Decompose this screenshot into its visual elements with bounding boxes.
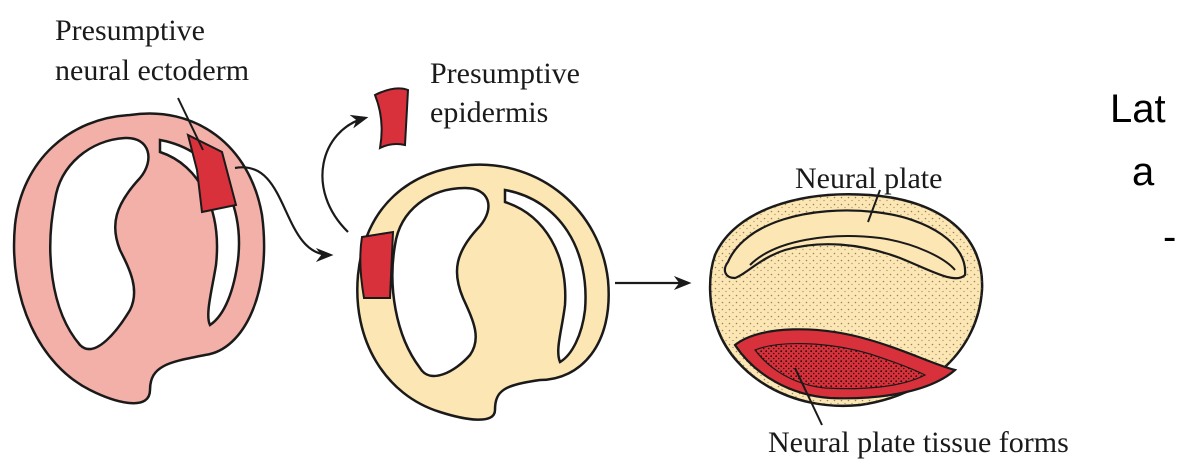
arrow-to-epidermis-graft (322, 118, 365, 232)
label-neural-plate-tissue-forms: Neural plate tissue forms (768, 426, 1069, 459)
host-graft-region (360, 232, 393, 298)
side-text-line2: a (1132, 150, 1155, 194)
host-embryo (357, 165, 608, 420)
label-presumptive-epidermis-line1: Presumptive (430, 57, 580, 90)
label-presumptive-epidermis-line2: epidermis (430, 96, 548, 129)
donor-embryo (14, 98, 264, 403)
side-text-line3: - (1163, 215, 1176, 259)
label-presumptive-neural-ectoderm-line1: Presumptive (55, 14, 205, 47)
epidermis-graft-piece (375, 88, 408, 148)
result-embryo (710, 190, 982, 425)
side-text-line1: Lat (1110, 87, 1166, 131)
label-presumptive-neural-ectoderm-line2: neural ectoderm (55, 54, 249, 87)
label-neural-plate: Neural plate (795, 162, 942, 195)
